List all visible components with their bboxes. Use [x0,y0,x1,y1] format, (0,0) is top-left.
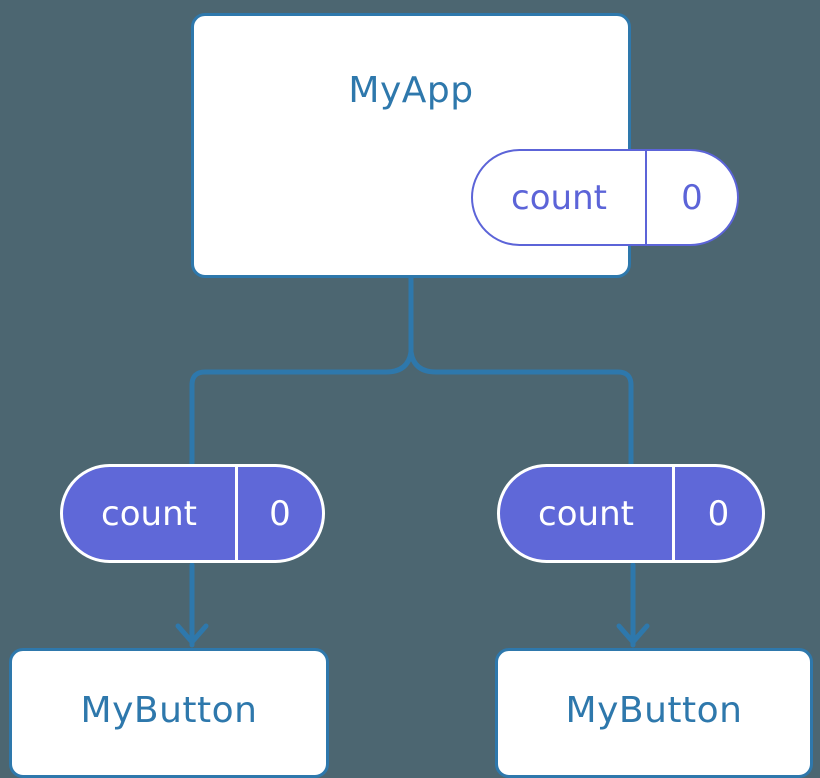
component-title-myapp: MyApp [348,70,474,111]
state-pill-value: 0 [681,177,703,218]
connector-arrow-left-head [175,623,209,645]
state-pill-value: 0 [707,493,730,534]
state-pill-key: count [500,467,675,560]
connector-branch-right [408,349,634,469]
component-title-mybutton: MyButton [80,690,258,731]
state-pill-value: 0 [269,493,291,534]
state-pill-branch-right[interactable]: count 0 [497,464,765,563]
state-pill-key: count [473,151,647,244]
component-box-mybutton-right[interactable]: MyButton [495,648,813,778]
component-title-mybutton: MyButton [565,690,743,731]
component-box-mybutton-left[interactable]: MyButton [9,648,329,778]
state-pill-key: count [63,467,238,560]
connector-branch-left [189,349,414,469]
state-pill-branch-left[interactable]: count 0 [60,464,325,563]
connector-arrow-right-head [616,623,650,645]
state-pill-myapp[interactable]: count 0 [471,149,739,246]
component-box-myapp[interactable]: MyApp count 0 [191,13,739,278]
